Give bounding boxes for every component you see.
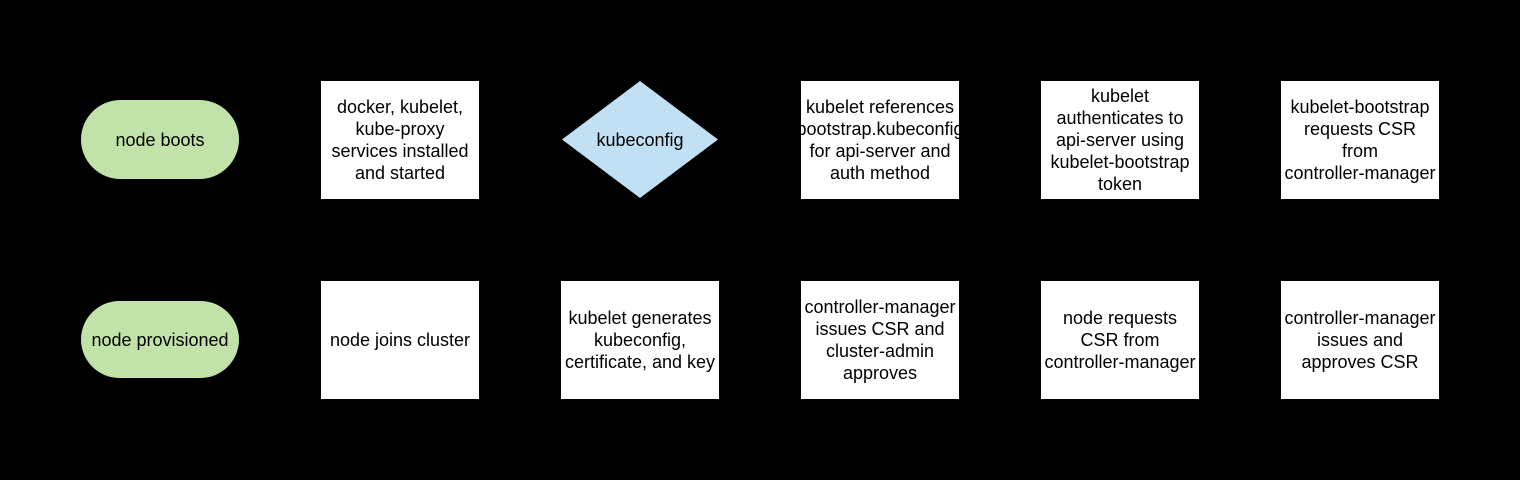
node-label: node boots bbox=[115, 129, 205, 150]
node-label: kubeconfig bbox=[596, 129, 684, 150]
process-generates-kubeconfig: kubelet generates kubeconfig, certificat… bbox=[561, 281, 719, 399]
terminator-node-provisioned: node provisioned bbox=[81, 301, 239, 378]
terminator-node-boots: node boots bbox=[81, 100, 239, 179]
node-label: node requests CSR from controller-manage… bbox=[1044, 308, 1196, 372]
node-label: kubelet generates kubeconfig, certificat… bbox=[564, 308, 716, 372]
node-label: controller-manager issues CSR and cluste… bbox=[804, 297, 956, 383]
process-authenticates-to-api-server: kubelet authenticates to api-server usin… bbox=[1041, 81, 1199, 199]
node-label: kubelet references bootstrap.kubeconfig … bbox=[796, 97, 964, 183]
node-label: node joins cluster bbox=[329, 330, 471, 350]
node-label: node provisioned bbox=[91, 329, 229, 350]
process-cm-issues-and-approves-csr: controller-manager issues and approves C… bbox=[1281, 281, 1439, 399]
process-references-bootstrap-kubeconfig: kubelet references bootstrap.kubeconfig … bbox=[796, 81, 964, 199]
process-services-installed: docker, kubelet, kube-proxy services ins… bbox=[321, 81, 479, 199]
process-cm-issues-csr-admin-approves: controller-manager issues CSR and cluste… bbox=[801, 281, 959, 399]
process-node-requests-csr: node requests CSR from controller-manage… bbox=[1041, 281, 1199, 399]
process-node-joins-cluster: node joins cluster bbox=[321, 281, 479, 399]
node-label: docker, kubelet, kube-proxy services ins… bbox=[331, 97, 469, 183]
node-label: kubelet-bootstrap requests CSR from cont… bbox=[1284, 97, 1436, 183]
process-bootstrap-requests-csr: kubelet-bootstrap requests CSR from cont… bbox=[1281, 81, 1439, 199]
node-label: controller-manager issues and approves C… bbox=[1284, 308, 1436, 372]
decision-kubeconfig: kubeconfig bbox=[562, 81, 718, 198]
node-label: kubelet authenticates to api-server usin… bbox=[1050, 86, 1190, 194]
